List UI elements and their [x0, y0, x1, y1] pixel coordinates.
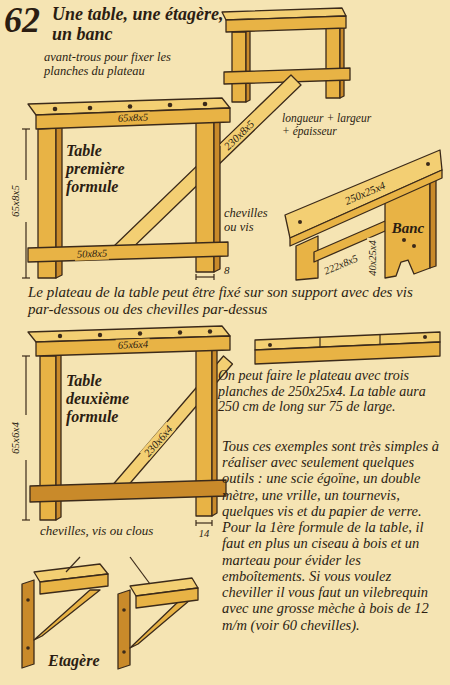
leader-line	[66, 557, 150, 584]
table-second-frame	[28, 326, 230, 520]
dimension-label: 40x25x4	[367, 238, 379, 278]
note: Le plateau de la table peut être fixé su…	[28, 284, 440, 318]
shelf-bracket	[118, 578, 198, 669]
part-title: Banc	[392, 220, 425, 237]
plank	[255, 332, 440, 364]
part-title: Etagère	[48, 652, 100, 670]
dimension-line	[22, 129, 214, 280]
note: chevilles, vis ou clous	[40, 524, 158, 539]
dimension-label: 8	[224, 264, 230, 276]
note: avant-trous pour fixer les planches du p…	[44, 50, 204, 78]
note: longueur + largeur + épaisseur	[282, 112, 374, 138]
dimension-label: 230x6x4	[140, 421, 176, 460]
bench	[285, 150, 442, 280]
part-title: Table deuxième formule	[66, 372, 152, 426]
page-number: 62	[4, 0, 40, 40]
dimension-label: 65x8x5	[116, 112, 151, 125]
dimension-line	[22, 356, 212, 526]
dimension-label: 65x6x4	[9, 420, 21, 456]
paragraph: Tous ces exemples sont très simples à ré…	[222, 438, 444, 633]
table-front-frame	[28, 98, 230, 278]
dimension-label: 65x6x4	[116, 339, 151, 352]
part-title: Table première formule	[66, 142, 152, 196]
note: chevilles ou vis	[224, 206, 282, 234]
dimension-label: 14	[199, 528, 210, 540]
title: Une table, une étagère, un banc	[52, 4, 224, 44]
dimension-label: 50x8x5	[75, 248, 110, 261]
note: On peut faire le plateau avec trois plan…	[218, 368, 444, 415]
dimension-label: 65x8x5	[9, 183, 21, 219]
